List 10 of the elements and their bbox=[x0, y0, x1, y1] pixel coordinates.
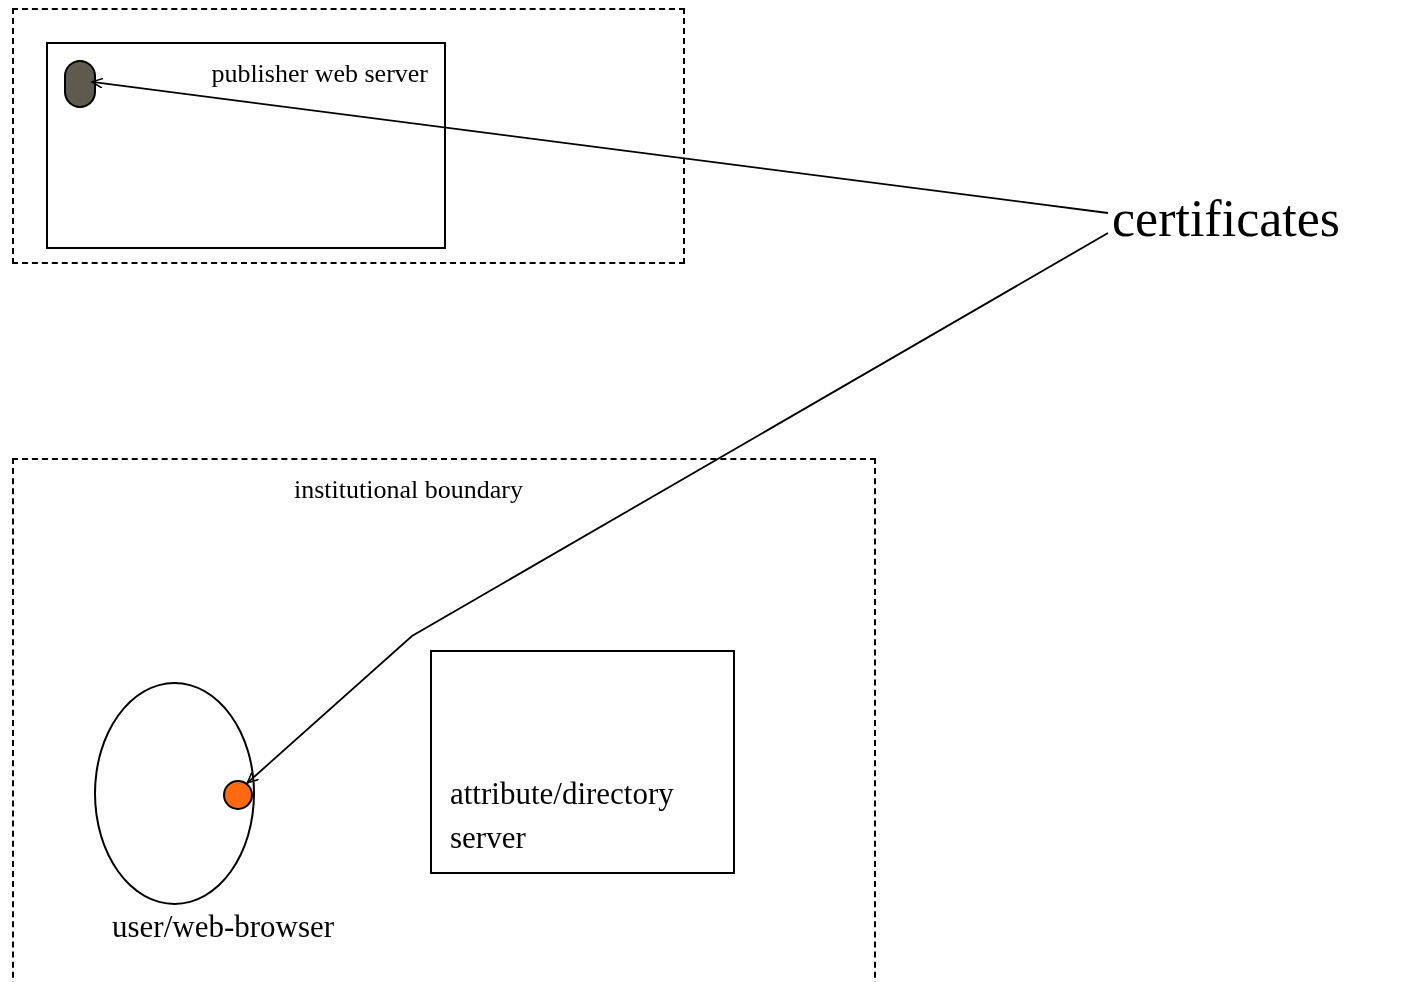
certificates-label: certificates bbox=[1112, 189, 1341, 249]
server-label: publisher web server bbox=[211, 58, 428, 90]
user-label: user/web-browser bbox=[112, 908, 335, 946]
arrow bbox=[91, 77, 1109, 214]
boundary-label: institutional boundary bbox=[294, 474, 523, 506]
arrow bbox=[246, 232, 1109, 784]
boundary-box bbox=[12, 8, 685, 264]
server-box bbox=[430, 650, 735, 874]
server-box bbox=[46, 42, 446, 249]
server-label: attribute/directory server bbox=[450, 775, 675, 857]
